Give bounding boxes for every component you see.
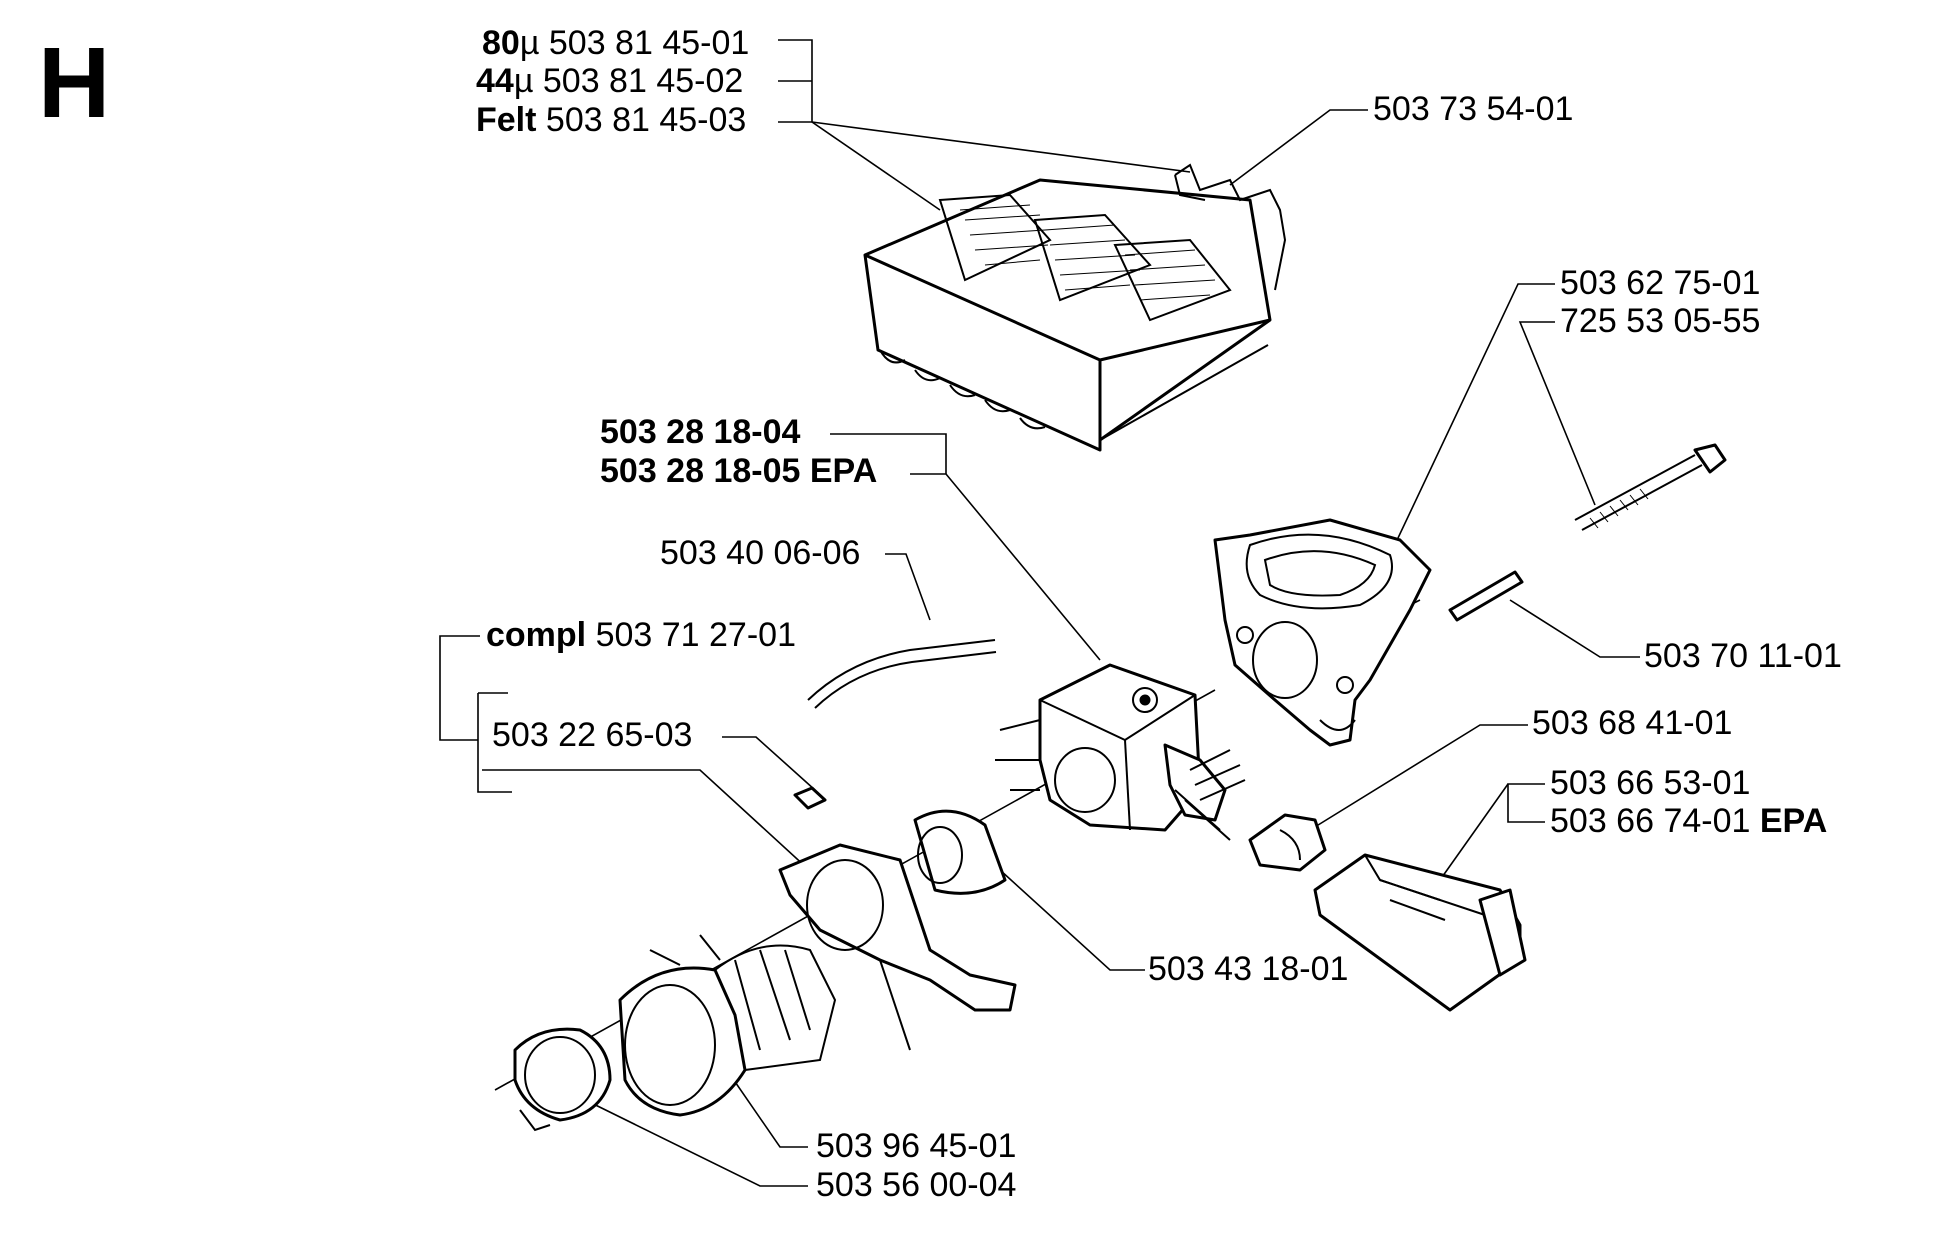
label-filter-80-number: 503 81 45-01 — [548, 24, 750, 62]
label-bracket: 503 22 65-03 — [492, 716, 693, 754]
label-intake-screw: 725 53 05-55 — [1560, 302, 1761, 340]
label-carb-epa-suffix: EPA — [809, 452, 878, 490]
label-gasket-ring: 503 43 18-01 — [1148, 950, 1349, 988]
label-filter-44: 44µ 503 81 45-02 — [476, 62, 743, 100]
label-intake-boot: 503 96 45-01 — [816, 1127, 1017, 1165]
label-compl: compl 503 71 27-01 — [486, 616, 796, 654]
label-fuel-hose: 503 40 06-06 — [660, 534, 861, 572]
label-filter-felt-number: 503 81 45-03 — [545, 101, 747, 139]
label-carb-epa-number: 503 28 18-05 — [600, 452, 801, 490]
label-filter-felt: Felt 503 81 45-03 — [476, 101, 746, 139]
label-filter-44-unit: µ — [513, 62, 534, 100]
intake-boot-part — [618, 934, 837, 1117]
label-plate-epa: 503 66 74-01 EPA — [1550, 802, 1827, 840]
label-cover-clip: 503 73 54-01 — [1373, 90, 1574, 128]
bracket-part — [778, 786, 1017, 1051]
label-filter-44-number: 503 81 45-02 — [542, 62, 744, 100]
air-filter-part — [863, 178, 1272, 452]
label-choke: 503 68 41-01 — [1532, 704, 1733, 742]
label-intake-bolt: 503 62 75-01 — [1560, 264, 1761, 302]
label-compl-prefix: compl — [486, 616, 587, 654]
gasket-ring-part — [913, 809, 1007, 895]
fuel-hose-part — [807, 639, 997, 709]
label-filter-44-prefix: 44 — [476, 62, 514, 100]
sleeve-part — [1448, 570, 1524, 622]
bolt-part — [1574, 443, 1727, 531]
label-filter-80-unit: µ — [519, 24, 540, 62]
label-plate-epa-number: 503 66 74-01 — [1550, 802, 1751, 840]
cover-clip-part — [1174, 163, 1287, 291]
label-carb-std: 503 28 18-04 — [600, 413, 801, 451]
label-hose-clamp: 503 56 00-04 — [816, 1166, 1017, 1204]
label-plate-epa-suffix: EPA — [1759, 802, 1828, 840]
label-carb-epa: 503 28 18-05 EPA — [600, 452, 877, 490]
label-filter-80: 80µ 503 81 45-01 — [482, 24, 749, 62]
intake-manifold-part — [1213, 518, 1432, 747]
carburettor-part — [995, 663, 1246, 841]
label-plate-std: 503 66 53-01 — [1550, 764, 1751, 802]
label-filter-felt-prefix: Felt — [476, 101, 537, 139]
label-sleeve: 503 70 11-01 — [1644, 637, 1842, 675]
section-letter: H — [38, 27, 111, 139]
choke-part — [1248, 813, 1327, 872]
plate-part — [1313, 853, 1527, 1012]
label-compl-number: 503 71 27-01 — [595, 616, 796, 654]
label-filter-80-prefix: 80 — [482, 24, 520, 62]
hose-clamp-part — [513, 1027, 612, 1132]
